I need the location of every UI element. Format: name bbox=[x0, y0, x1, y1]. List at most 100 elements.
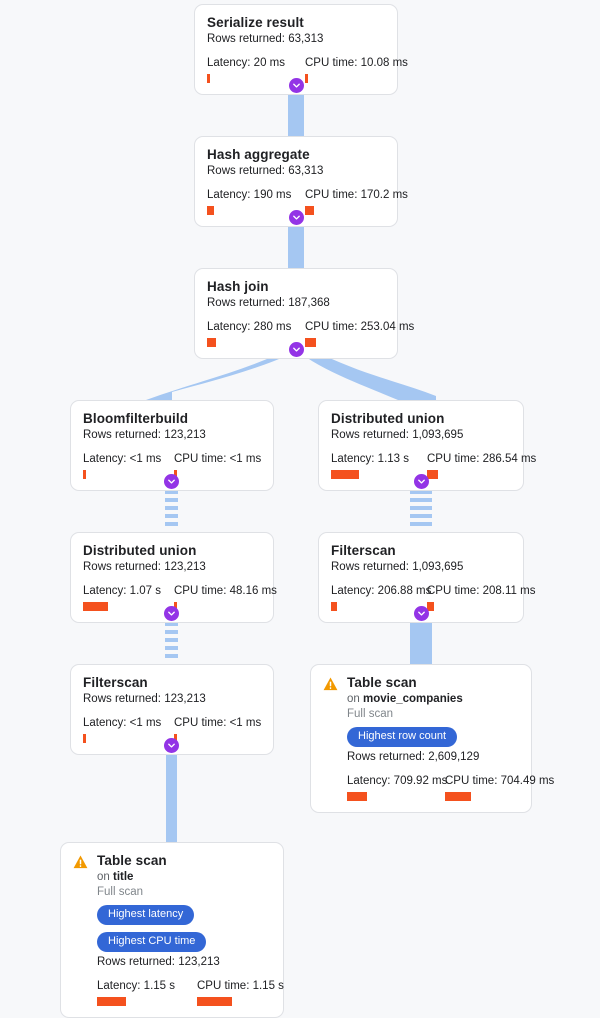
rows-returned: Rows returned: 1,093,695 bbox=[331, 561, 464, 573]
rows-returned: Rows returned: 123,213 bbox=[83, 429, 206, 441]
node-body: on movie_companies Full scan Highest row… bbox=[323, 692, 554, 801]
node-body: on title Full scan Highest latency Highe… bbox=[73, 870, 284, 1006]
edge-striped-left-lower bbox=[165, 614, 178, 660]
node-title: Bloomfilterbuild bbox=[83, 411, 189, 426]
node-header: Hash aggregate bbox=[207, 146, 385, 163]
node-title: Filterscan bbox=[83, 675, 148, 690]
plan-node-distributed-union-left[interactable]: Distributed union Rows returned: 123,213… bbox=[70, 532, 277, 623]
rows-returned: Rows returned: 2,609,129 bbox=[347, 751, 480, 763]
cpu-bar bbox=[445, 792, 471, 801]
chevron-down-icon bbox=[293, 347, 300, 352]
cpu-metric: CPU time: 48.16 ms bbox=[174, 584, 277, 611]
latency-metric: Latency: 20 ms bbox=[207, 56, 305, 83]
node-title: Filterscan bbox=[331, 543, 396, 558]
latency-metric: Latency: 206.88 ms bbox=[331, 584, 431, 611]
cpu-metric: CPU time: 1.15 s bbox=[197, 979, 284, 1006]
plan-node-hash-join[interactable]: Hash join Rows returned: 187,368 Latency… bbox=[194, 268, 414, 359]
rows-returned: Rows returned: 63,313 bbox=[207, 165, 324, 177]
node-metrics: Latency: 1.15 s CPU time: 1.15 s bbox=[97, 979, 284, 1006]
chevron-down-icon bbox=[293, 83, 300, 88]
latency-bar bbox=[83, 734, 86, 743]
node-title: Distributed union bbox=[83, 543, 197, 558]
latency-bar bbox=[83, 470, 86, 479]
collapse-chevron-hash-join[interactable] bbox=[289, 342, 304, 357]
node-title: Hash aggregate bbox=[207, 147, 310, 162]
chevron-down-icon bbox=[168, 479, 175, 484]
cpu-bar bbox=[427, 470, 438, 479]
collapse-chevron-filterscan-right[interactable] bbox=[414, 606, 429, 621]
node-header: Filterscan bbox=[83, 674, 261, 691]
cpu-metric: CPU time: <1 ms bbox=[174, 716, 261, 743]
warning-triangle-icon bbox=[323, 677, 338, 691]
cpu-metric: CPU time: 170.2 ms bbox=[305, 188, 408, 215]
collapse-chevron-bloomfilterbuild[interactable] bbox=[164, 474, 179, 489]
latency-metric: Latency: 709.92 ms bbox=[347, 774, 447, 801]
collapse-chevron-serialize-result[interactable] bbox=[289, 78, 304, 93]
status-badge-latency[interactable]: Highest latency bbox=[97, 905, 195, 925]
plan-node-table-scan-title[interactable]: Table scan on title Full scan Highest la… bbox=[60, 842, 284, 1018]
chevron-down-icon bbox=[293, 215, 300, 220]
status-badge-cpu[interactable]: Highest CPU time bbox=[97, 932, 207, 952]
edge-filterscan-right-to-distributed-union-right bbox=[410, 482, 432, 528]
status-badge[interactable]: Highest row count bbox=[347, 727, 458, 747]
node-header: Hash join bbox=[207, 278, 385, 295]
cpu-bar bbox=[427, 602, 434, 611]
node-metrics: Latency: <1 ms CPU time: <1 ms bbox=[83, 452, 261, 479]
chevron-down-icon bbox=[418, 479, 425, 484]
plan-node-distributed-union-right[interactable]: Distributed union Rows returned: 1,093,6… bbox=[318, 400, 536, 491]
node-metrics: Latency: 1.13 s CPU time: 286.54 ms bbox=[331, 452, 536, 479]
node-scan-type: Full scan bbox=[97, 886, 144, 898]
node-metrics: Latency: 709.92 ms CPU time: 704.49 ms bbox=[347, 774, 554, 801]
cpu-metric: CPU time: 208.11 ms bbox=[427, 584, 535, 611]
plan-node-filterscan-right[interactable]: Filterscan Rows returned: 1,093,695 Late… bbox=[318, 532, 535, 623]
latency-metric: Latency: 190 ms bbox=[207, 188, 305, 215]
latency-bar bbox=[207, 206, 214, 215]
collapse-chevron-distributed-union-left[interactable] bbox=[164, 606, 179, 621]
node-header: Filterscan bbox=[331, 542, 511, 559]
rows-returned: Rows returned: 123,213 bbox=[83, 693, 206, 705]
latency-bar bbox=[97, 997, 126, 1006]
node-table-name: on movie_companies bbox=[347, 693, 463, 705]
rows-returned: Rows returned: 123,213 bbox=[83, 561, 206, 573]
node-header: Distributed union bbox=[83, 542, 261, 559]
cpu-metric: CPU time: 704.49 ms bbox=[445, 774, 554, 801]
latency-metric: Latency: <1 ms bbox=[83, 452, 174, 479]
latency-bar bbox=[83, 602, 108, 611]
latency-bar bbox=[347, 792, 367, 801]
latency-metric: Latency: 1.07 s bbox=[83, 584, 174, 611]
plan-node-table-scan-movie-companies[interactable]: Table scan on movie_companies Full scan … bbox=[310, 664, 554, 813]
cpu-bar bbox=[197, 997, 232, 1006]
latency-bar bbox=[207, 74, 210, 83]
latency-bar bbox=[331, 470, 359, 479]
node-header: Bloomfilterbuild bbox=[83, 410, 261, 427]
cpu-metric: CPU time: <1 ms bbox=[174, 452, 261, 479]
latency-bar bbox=[331, 602, 337, 611]
edge-filterscan-left-to-distributed-union-left bbox=[166, 746, 177, 846]
latency-metric: Latency: 1.15 s bbox=[97, 979, 197, 1006]
node-title: Serialize result bbox=[207, 15, 304, 30]
collapse-chevron-distributed-union-right[interactable] bbox=[414, 474, 429, 489]
latency-metric: Latency: <1 ms bbox=[83, 716, 174, 743]
node-scan-type: Full scan bbox=[347, 708, 394, 720]
node-header: Distributed union bbox=[331, 410, 511, 427]
collapse-chevron-filterscan-left[interactable] bbox=[164, 738, 179, 753]
cpu-bar bbox=[305, 74, 308, 83]
warning-triangle-icon bbox=[73, 855, 88, 869]
node-header: Table scan bbox=[323, 674, 519, 691]
latency-metric: Latency: 1.13 s bbox=[331, 452, 427, 479]
node-title: Table scan bbox=[97, 853, 167, 868]
rows-returned: Rows returned: 63,313 bbox=[207, 33, 324, 45]
collapse-chevron-hash-aggregate[interactable] bbox=[289, 210, 304, 225]
node-badges: Highest latency Highest CPU time bbox=[97, 905, 271, 952]
cpu-metric: CPU time: 10.08 ms bbox=[305, 56, 408, 83]
node-title: Distributed union bbox=[331, 411, 445, 426]
node-badges: Highest row count bbox=[347, 727, 519, 747]
node-metrics: Latency: 20 ms CPU time: 10.08 ms bbox=[207, 56, 408, 83]
node-table-name: on title bbox=[97, 871, 134, 883]
cpu-metric: CPU time: 286.54 ms bbox=[427, 452, 536, 479]
cpu-bar bbox=[305, 338, 316, 347]
edge-distributed-union-left-to-bloomfilterbuild bbox=[165, 482, 178, 528]
cpu-metric: CPU time: 253.04 ms bbox=[305, 320, 414, 347]
cpu-bar bbox=[305, 206, 314, 215]
latency-bar bbox=[207, 338, 216, 347]
